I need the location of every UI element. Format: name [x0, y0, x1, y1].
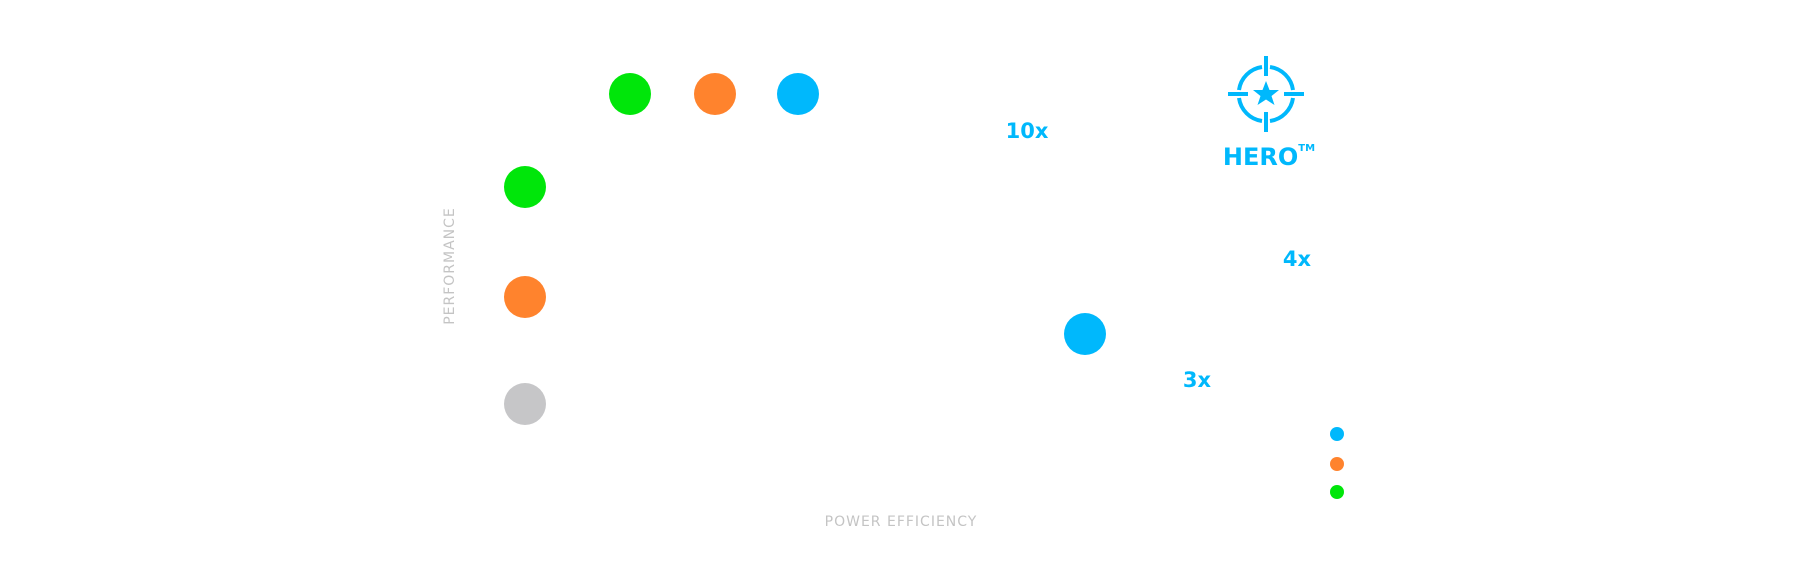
top-orange-point: [694, 73, 736, 115]
mid-blue-point: [1064, 313, 1106, 355]
multiplier-10x: 10x: [1005, 119, 1049, 143]
hero-name: HERO: [1222, 143, 1299, 171]
hero-logo-text: HEROTM: [1223, 143, 1315, 171]
trademark: TM: [1298, 143, 1316, 154]
y-axis-label: PERFORMANCE: [442, 207, 458, 325]
top-blue-point: [777, 73, 819, 115]
left-green-point: [504, 166, 546, 208]
multiplier-4x: 4x: [1282, 247, 1312, 271]
multiplier-3x: 3x: [1182, 368, 1212, 392]
legend-green-marker: [1330, 485, 1344, 499]
hero-crosshair-icon: [1228, 56, 1304, 132]
left-gray-point: [504, 383, 546, 425]
legend-orange-marker: [1330, 457, 1344, 471]
legend-blue-marker: [1330, 427, 1344, 441]
left-orange-point: [504, 276, 546, 318]
x-axis-label: POWER EFFICIENCY: [824, 514, 978, 530]
top-green-point: [609, 73, 651, 115]
